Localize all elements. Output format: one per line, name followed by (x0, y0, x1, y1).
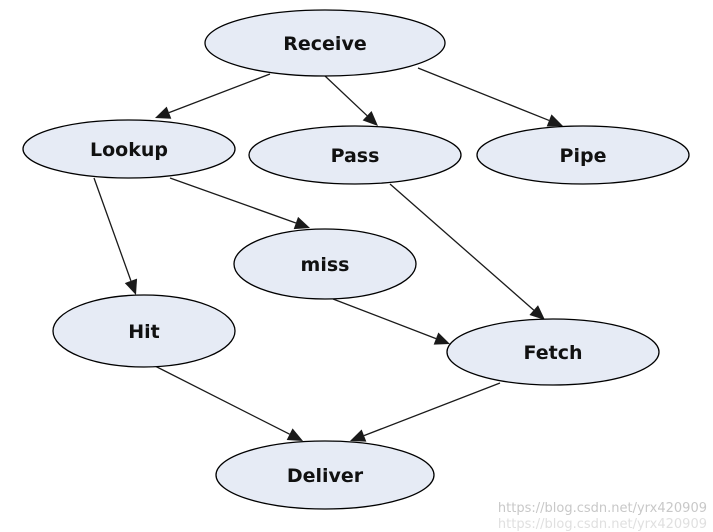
edge-lookup-to-hit (93, 177, 138, 295)
edge-line (417, 67, 550, 122)
node-label: Lookup (90, 139, 168, 161)
edge-line (169, 177, 297, 224)
edge-fetch-to-deliver (350, 382, 501, 442)
edge-line (363, 382, 501, 437)
node-lookup: Lookup (22, 119, 236, 179)
arrow-head-icon (286, 428, 303, 441)
watermark-text: https://blog.csdn.net/yrx420909 (497, 501, 707, 516)
arrow-head-icon (433, 332, 450, 345)
node-label: Pipe (560, 145, 607, 167)
node-receive: Receive (204, 9, 446, 77)
node-ellipse (476, 125, 690, 185)
edge-line (154, 365, 290, 435)
edges-layer (93, 67, 563, 442)
edge-miss-to-fetch (332, 298, 450, 345)
arrow-head-icon (362, 110, 378, 126)
node-label: Receive (283, 33, 366, 55)
node-hit: Hit (52, 294, 236, 368)
node-label: Pass (331, 145, 380, 167)
edge-line (324, 75, 368, 117)
arrow-head-icon (529, 305, 545, 320)
arrow-head-icon (546, 114, 563, 127)
watermark-text-shadow: https://blog.csdn.net/yrx420909 (497, 517, 707, 532)
node-pass: Pass (248, 125, 462, 185)
node-label: Fetch (524, 342, 583, 364)
node-label: Hit (128, 321, 160, 343)
edge-receive-to-lookup (155, 73, 271, 119)
arrow-head-icon (155, 106, 172, 119)
node-ellipse (446, 318, 660, 386)
node-fetch: Fetch (446, 318, 660, 386)
edge-line (332, 298, 437, 340)
edge-line (389, 183, 535, 311)
node-miss: miss (233, 228, 417, 300)
edge-receive-to-pass (324, 75, 378, 126)
node-label: miss (301, 254, 350, 276)
node-ellipse (248, 125, 462, 185)
edge-line (168, 73, 271, 114)
node-ellipse (22, 119, 236, 179)
edge-lookup-to-miss (169, 177, 310, 230)
edge-pass-to-fetch (389, 183, 545, 320)
node-label: Deliver (287, 465, 364, 487)
edge-receive-to-pipe (417, 67, 563, 127)
arrow-head-icon (124, 278, 138, 295)
node-ellipse (233, 228, 417, 300)
node-pipe: Pipe (476, 125, 690, 185)
edge-line (93, 177, 132, 282)
node-deliver: Deliver (215, 440, 435, 510)
arrow-head-icon (350, 429, 367, 442)
node-ellipse (204, 9, 446, 77)
edge-hit-to-deliver (154, 365, 303, 441)
node-ellipse (215, 440, 435, 510)
node-ellipse (52, 294, 236, 368)
arrow-head-icon (293, 216, 310, 230)
